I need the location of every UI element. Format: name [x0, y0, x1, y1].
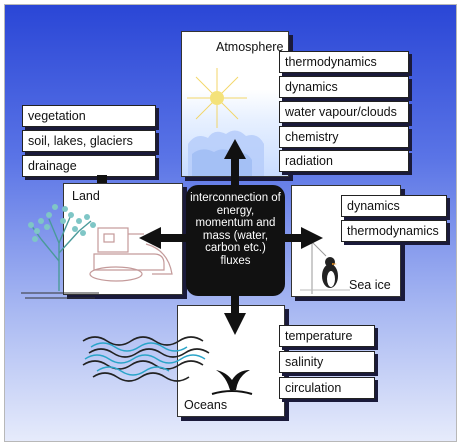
atmosphere-thermodynamics: thermodynamics: [279, 51, 409, 73]
flux-arrows: [139, 139, 323, 335]
center-text: interconnection of energy, momentum and …: [190, 192, 281, 267]
arrow-right-head: [301, 227, 323, 249]
oceans-temperature: temperature: [279, 325, 375, 347]
ocean-waves-icon: [82, 336, 210, 382]
sea-ice-title: Sea ice: [349, 278, 391, 292]
oceans-title: Oceans: [184, 398, 228, 412]
arrow-down-head: [224, 313, 246, 335]
oceans-salinity: salinity: [279, 351, 375, 373]
land-title: Land: [72, 189, 100, 203]
arrow-left-head: [139, 227, 161, 249]
arrow-up-shaft: [231, 155, 239, 189]
sea-ice-thermodynamics: thermodynamics: [341, 220, 447, 242]
central-flux-box: interconnection of energy, momentum and …: [186, 185, 285, 296]
penguin-icon: [300, 241, 350, 294]
atmosphere-radiation: radiation: [279, 150, 409, 172]
whale-tail-icon: [211, 370, 253, 395]
diagram-frame: Atmosphere thermodynamics dynamics water…: [4, 4, 457, 442]
atmosphere-chemistry: chemistry: [279, 126, 409, 148]
arrow-right-shaft: [283, 234, 305, 242]
arrow-down-shaft: [231, 293, 239, 315]
land-connector: [97, 175, 107, 185]
tractor-icon: [89, 227, 173, 282]
land-vegetation: vegetation: [22, 105, 156, 127]
arrow-up-head: [224, 139, 246, 159]
tree-icon: [21, 204, 99, 299]
oceans-circulation: circulation: [279, 377, 375, 399]
land-drainage: drainage: [22, 155, 156, 177]
atmosphere-dynamics: dynamics: [279, 76, 409, 98]
atmosphere-title: Atmosphere: [216, 40, 284, 54]
land-soil-lakes-glaciers: soil, lakes, glaciers: [22, 130, 156, 152]
sea-ice-dynamics: dynamics: [341, 195, 447, 217]
atmosphere-water-vapour-clouds: water vapour/clouds: [279, 101, 409, 123]
arrow-left-shaft: [157, 234, 189, 242]
